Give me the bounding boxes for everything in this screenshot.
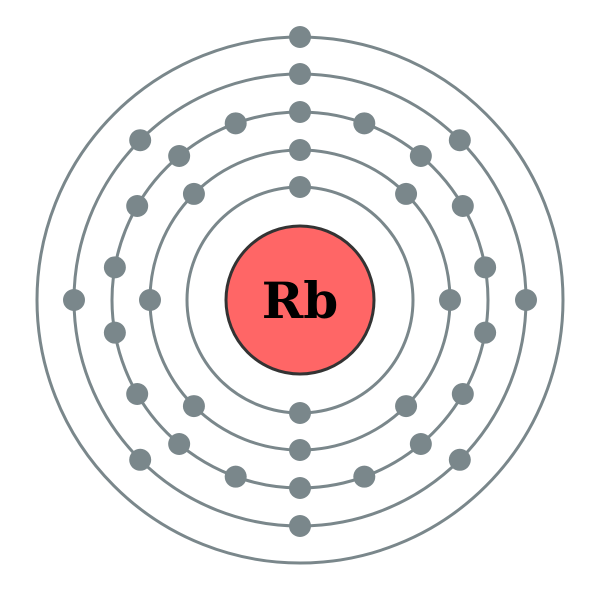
electron-shell-3-14 xyxy=(103,321,126,344)
electron-shell-2-4 xyxy=(395,395,418,418)
electron-shell-3-13 xyxy=(126,383,149,405)
electron-shell-2-2 xyxy=(395,182,418,205)
electron-shell-3-9 xyxy=(353,465,376,488)
element-symbol: Rb xyxy=(262,271,339,330)
electron-shell-5-1 xyxy=(289,26,311,48)
electron-shell-3-4 xyxy=(451,195,474,217)
electron-shell-3-17 xyxy=(168,144,191,167)
electron-shell-4-7 xyxy=(63,289,85,311)
electron-shell-1-1 xyxy=(289,176,311,198)
electron-shell-2-8 xyxy=(182,182,205,205)
electron-shell-3-1 xyxy=(289,101,311,123)
electrons-layer xyxy=(63,26,537,537)
electron-shell-3-11 xyxy=(224,465,247,488)
electron-shell-4-2 xyxy=(448,129,471,152)
electron-shell-3-18 xyxy=(224,112,247,135)
electron-shell-4-8 xyxy=(129,129,152,152)
electron-shell-2-7 xyxy=(139,289,161,311)
electron-shell-4-1 xyxy=(289,63,311,85)
electron-shell-2-6 xyxy=(182,395,205,418)
electron-shell-3-16 xyxy=(126,195,149,217)
electron-shell-3-7 xyxy=(451,383,474,405)
electron-shell-4-6 xyxy=(129,448,152,471)
electron-shell-3-12 xyxy=(168,433,191,456)
electron-shell-3-6 xyxy=(474,321,497,344)
electron-shell-3-2 xyxy=(353,112,376,135)
electron-shell-3-15 xyxy=(103,256,126,279)
electron-shell-4-4 xyxy=(448,448,471,471)
electron-shell-2-5 xyxy=(289,439,311,461)
electron-shell-4-5 xyxy=(289,515,311,537)
nucleus xyxy=(224,224,376,376)
electron-shell-3-10 xyxy=(289,477,311,499)
electron-shell-1-2 xyxy=(289,402,311,424)
electron-shell-3-8 xyxy=(409,433,432,456)
electron-shell-2-3 xyxy=(439,289,461,311)
electron-shell-3-5 xyxy=(474,256,497,279)
electron-shell-4-3 xyxy=(515,289,537,311)
electron-shell-3-3 xyxy=(409,144,432,167)
electron-shell-2-1 xyxy=(289,139,311,161)
